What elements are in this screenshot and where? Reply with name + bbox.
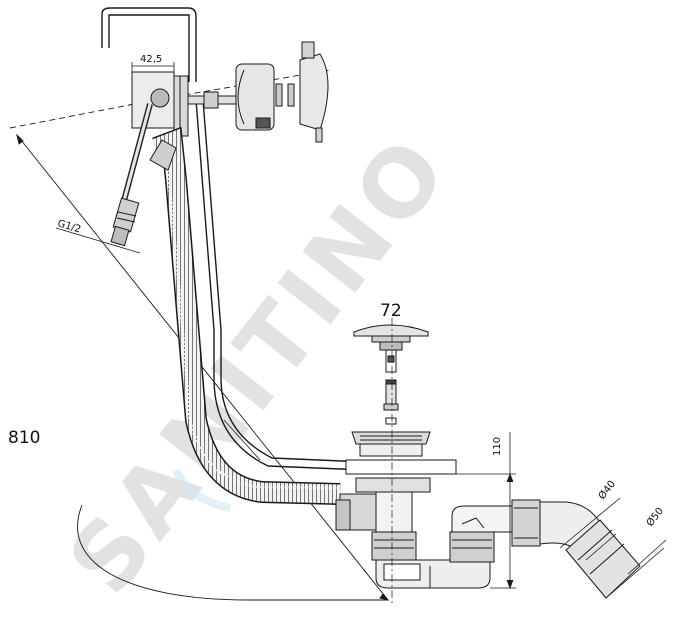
overflow-cap-ring xyxy=(235,63,275,131)
drain-body xyxy=(335,431,513,589)
outlet-dimensions xyxy=(559,497,667,599)
plug-head xyxy=(353,324,429,337)
bath-tub-rim xyxy=(345,459,457,475)
overflow-offset-dimension xyxy=(131,62,175,72)
overflow-cover xyxy=(299,53,329,131)
total-height-label: 810 xyxy=(8,428,40,448)
drain-height-dimension xyxy=(456,432,516,590)
outlet-large-label: Ø50 xyxy=(644,505,666,529)
total-height-arrow-bottom xyxy=(379,593,390,601)
inlet-thread-label: G1/2 xyxy=(56,218,82,235)
outlet-adapter xyxy=(565,519,641,599)
overflow-frame-tube xyxy=(101,7,366,471)
total-height-curve xyxy=(77,504,388,601)
total-height-arrow-top xyxy=(16,133,24,145)
overflow-joint xyxy=(150,88,170,108)
corrugated-hose xyxy=(149,126,341,512)
drain-height-label: 110 xyxy=(492,437,503,456)
popup-plug xyxy=(353,324,429,425)
overflow-offset-label: 42,5 xyxy=(140,54,162,65)
drain-flange xyxy=(351,431,431,445)
trap-upper xyxy=(451,505,513,533)
outlet-elbow xyxy=(511,499,641,599)
inlet-hose xyxy=(110,103,153,247)
plug-diameter-label: 72 xyxy=(380,301,402,321)
inlet-thread-dimension xyxy=(55,227,141,254)
outlet-small-label: Ø40 xyxy=(596,478,618,502)
total-height-extension-top xyxy=(9,99,156,129)
